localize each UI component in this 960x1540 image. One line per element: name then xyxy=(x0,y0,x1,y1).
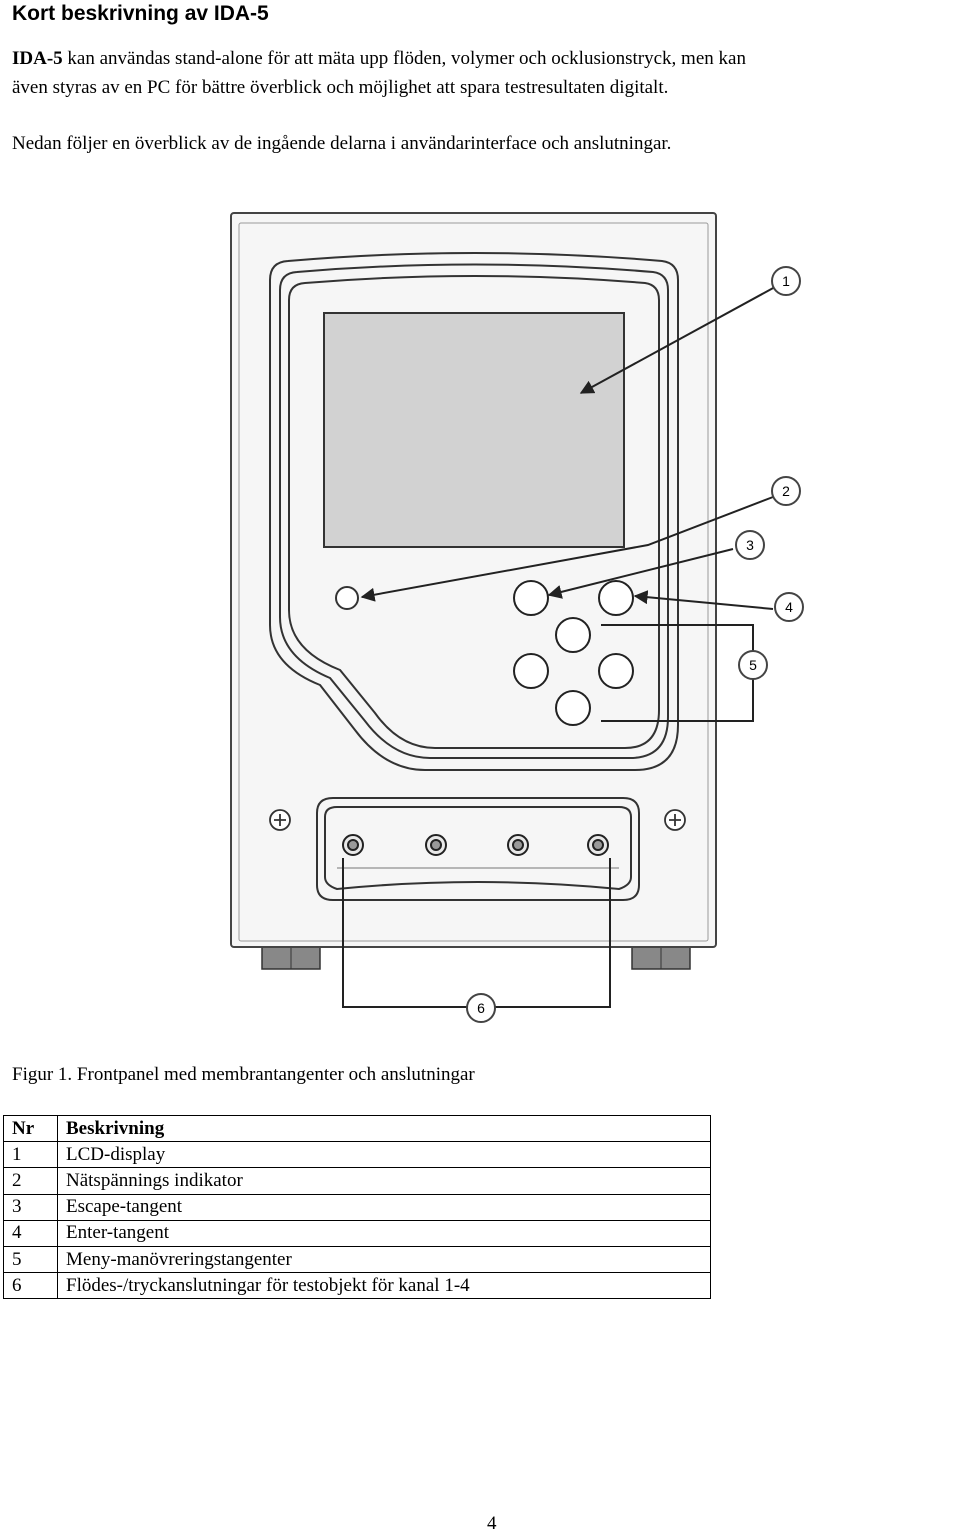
intro-line2: även styras av en PC för bättre överblic… xyxy=(12,76,669,98)
row-nr: 3 xyxy=(3,1193,58,1221)
section-heading: Kort beskrivning av IDA-5 xyxy=(12,2,269,25)
row-description: Escape-tangent xyxy=(57,1193,711,1221)
callout-2: 2 xyxy=(782,483,790,499)
menu-key-right xyxy=(598,653,634,689)
intro-line1: kan användas stand-alone för att mäta up… xyxy=(62,48,746,69)
callout-markers: 1 2 3 4 5 6 xyxy=(466,266,804,1023)
device-feet xyxy=(261,946,691,970)
table-header-row: Nr Beskrivning xyxy=(3,1114,711,1143)
row-description: Enter-tangent xyxy=(57,1219,711,1247)
row-nr: 5 xyxy=(3,1245,58,1274)
panel-screws xyxy=(269,809,686,831)
front-panel-figure: 1 2 3 4 5 6 xyxy=(225,205,825,1035)
overview-paragraph: Nedan följer en överblick av de ingående… xyxy=(12,133,672,154)
callout-lines xyxy=(342,286,776,1008)
connector-recess xyxy=(316,797,640,901)
header-description: Beskrivning xyxy=(57,1114,711,1143)
callout-1: 1 xyxy=(782,273,790,289)
row-description: Nätspännings indikator xyxy=(57,1167,711,1195)
power-indicator xyxy=(335,586,359,610)
callout-3: 3 xyxy=(746,537,754,553)
menu-key-up xyxy=(555,617,591,653)
callout-6: 6 xyxy=(477,1000,485,1016)
escape-key xyxy=(513,580,549,616)
row-nr: 2 xyxy=(3,1167,58,1195)
callout-4: 4 xyxy=(785,599,793,615)
row-nr: 6 xyxy=(3,1272,58,1300)
intro-paragraph: IDA-5 kan användas stand-alone för att m… xyxy=(12,45,957,102)
row-description: Meny-manövreringstangenter xyxy=(57,1245,711,1274)
menu-key-down xyxy=(555,690,591,726)
row-nr: 4 xyxy=(3,1219,58,1247)
row-description: LCD-display xyxy=(57,1141,711,1169)
row-description: Flödes-/tryckanslutningar för testobjekt… xyxy=(57,1272,711,1300)
figure-caption: Figur 1. Frontpanel med membrantangenter… xyxy=(12,1064,475,1085)
flow-pressure-connectors xyxy=(342,834,609,856)
menu-key-left xyxy=(513,653,549,689)
page-number: 4 xyxy=(487,1513,497,1534)
callout-5: 5 xyxy=(749,657,757,673)
product-name: IDA-5 xyxy=(12,48,63,69)
membrane-panel xyxy=(269,252,679,771)
header-nr: Nr xyxy=(3,1114,58,1143)
enter-key xyxy=(598,580,634,616)
front-panel-drawing: 1 2 3 4 5 6 xyxy=(230,212,804,1023)
lcd-display xyxy=(323,312,625,548)
row-nr: 1 xyxy=(3,1141,58,1169)
